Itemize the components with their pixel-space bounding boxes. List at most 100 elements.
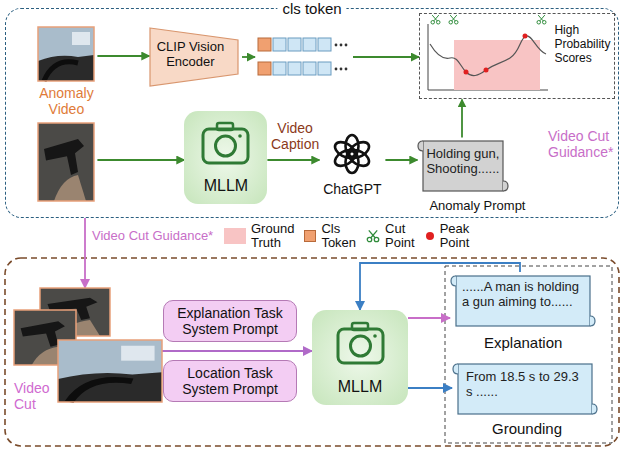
drawing-part	[38, 27, 94, 81]
flow-arrow	[353, 56, 419, 58]
drawing-part	[203, 129, 248, 163]
drawing-part	[423, 141, 503, 191]
edge-label: Video Caption	[271, 120, 319, 152]
drawing-part	[503, 181, 508, 191]
drawing-part	[273, 38, 286, 51]
drawing-part	[217, 123, 233, 130]
drawing-part	[38, 27, 94, 81]
drawing-part	[340, 44, 343, 47]
flow-arrow	[385, 159, 417, 161]
legend-symbol	[425, 231, 435, 241]
task-prompt-box: Explanation Task System Prompt	[163, 300, 297, 342]
mllm-label: MLLM	[184, 177, 267, 195]
drawing-part	[121, 346, 154, 361]
flow-arrow	[97, 55, 149, 57]
scroll-caption: Anomaly Prompt	[429, 199, 525, 214]
flow-arrow	[162, 350, 312, 352]
encoder-trapezoid: CLIP Vision Encoder	[149, 27, 239, 87]
encoder-label: CLIP Vision Encoder	[153, 40, 227, 70]
drawing-part	[54, 175, 86, 201]
task-prompt-box: Location Task System Prompt	[163, 360, 297, 402]
score-chart: High Probability Scores	[419, 13, 615, 99]
flow-arrow	[408, 317, 450, 319]
drawing-part	[484, 68, 489, 73]
guidance-note: Video Cut Guidance*	[548, 128, 616, 160]
prompt-scroll: Holding gun, Shooting...... Anomaly Promp…	[417, 137, 529, 215]
scroll-text: Holding gun, Shooting......	[426, 147, 502, 177]
drawing-part	[333, 135, 372, 173]
legend-swatch	[304, 230, 316, 242]
drawing-part	[288, 62, 301, 75]
drawing-part	[239, 135, 243, 139]
drawing-part	[318, 38, 331, 51]
drawing-part	[58, 340, 162, 402]
legend-item: Peak Point	[425, 222, 470, 251]
edge-label: Video Cut Guidance*	[92, 229, 213, 244]
video-frames: Anomaly Video	[35, 27, 97, 202]
output-scroll: From 18.5 s to 29.3 s ...... Grounding	[452, 360, 604, 440]
scroll-text: ......A man is holding a gun aiming to..…	[462, 280, 586, 310]
drawing-part	[303, 62, 316, 75]
output-scroll: ......A man is holding a gun aiming to..…	[450, 272, 602, 354]
drawing-part	[69, 380, 132, 402]
chart-label: High Probability Scores	[554, 24, 610, 65]
legend-text: Cls Token	[321, 222, 356, 251]
drawing-part	[428, 24, 429, 90]
drawing-part	[449, 15, 458, 24]
drawing-part	[203, 123, 248, 163]
drawing-part	[333, 139, 359, 161]
output-group	[445, 266, 612, 443]
drawing-part	[72, 32, 90, 45]
prompt-label: Explanation Task System Prompt	[164, 305, 296, 337]
legend-swatch	[224, 228, 246, 244]
legend-item: Ground Truth	[224, 222, 294, 251]
drawing-part	[288, 38, 301, 51]
output-caption: Grounding	[492, 420, 562, 437]
scroll-text: From 18.5 s to 29.3 s ......	[466, 370, 586, 400]
drawing-part	[303, 38, 316, 51]
drawing-part	[430, 36, 546, 76]
flow-arrow	[267, 159, 319, 161]
drawing-part	[338, 323, 383, 363]
legend-text: Cut Point	[385, 222, 415, 251]
drawing-part	[58, 340, 162, 402]
drawing-part	[431, 15, 440, 24]
drawing-part	[258, 62, 271, 75]
flow-arrow	[242, 56, 255, 58]
video-label: Anomaly Video	[35, 85, 97, 117]
legend-text: Ground Truth	[251, 222, 294, 251]
drawing-part	[338, 329, 383, 363]
drawing-part	[367, 231, 378, 242]
drawing-part	[38, 55, 94, 81]
drawing-part	[537, 15, 546, 24]
drawing-part	[216, 136, 236, 156]
drawing-part	[38, 27, 94, 81]
mllm-label: MLLM	[312, 378, 408, 396]
drawing-part	[418, 141, 423, 151]
drawing-part	[451, 276, 456, 286]
drawing-part	[44, 62, 78, 81]
video-cut-frames: Video Cut	[12, 288, 162, 412]
prompt-label: Location Task System Prompt	[164, 365, 296, 397]
drawing-part	[335, 68, 338, 71]
drawing-part	[38, 123, 94, 201]
flow-arrow	[97, 159, 184, 161]
drawing-part	[426, 232, 434, 240]
drawing-part	[464, 70, 469, 75]
output-caption: Explanation	[484, 334, 562, 351]
stage-two-region	[5, 258, 619, 446]
drawing-part	[345, 68, 348, 71]
drawing-part	[58, 372, 162, 402]
drawing-part	[453, 364, 458, 374]
drawing-part	[58, 340, 162, 402]
mllm-box: MLLM	[184, 111, 267, 204]
drawing-part	[523, 34, 528, 39]
drawing-part	[340, 68, 343, 71]
drawing-part	[456, 276, 590, 326]
drawing-part	[352, 323, 368, 330]
flow-arrow	[84, 218, 86, 288]
drawing-part	[351, 336, 371, 356]
legend-symbol	[366, 229, 380, 243]
video-cut-label: Video Cut	[14, 380, 50, 412]
